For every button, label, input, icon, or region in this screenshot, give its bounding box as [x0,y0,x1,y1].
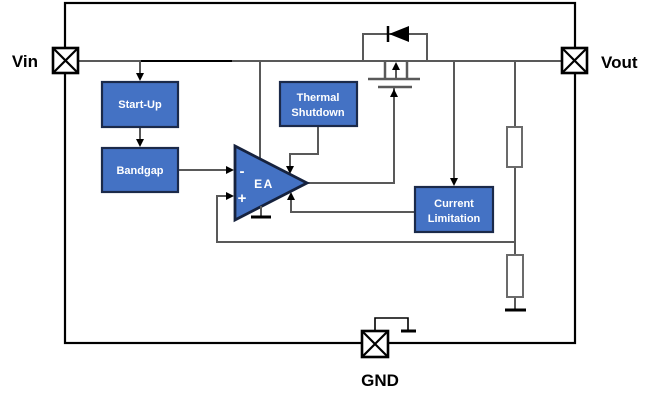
vin-pin-x-icon [52,47,79,74]
current-limitation-label-line2: Limitation [428,213,481,225]
ea-label: EA [254,177,274,191]
feedback-resistor-bottom [506,254,524,298]
ea-minus-arrowhead-icon [226,166,234,174]
pins [51,46,589,359]
wires [78,60,562,309]
thermal-ea-arrowhead-icon [286,166,294,174]
chip-outline [63,1,577,345]
thermal-shutdown-label-line2: Shutdown [291,107,344,119]
bandgap-arrowhead-icon [136,139,144,147]
current-limitation-arrowhead-icon [450,178,458,186]
bandgap-label: Bandgap [116,165,163,177]
current-ea-arrowhead-icon [287,192,295,200]
error-amplifier: - + EA [233,143,311,223]
thermal-shutdown-label-line1: Thermal [297,92,340,104]
vout-label: Vout [601,53,638,72]
ea-plus-arrowhead-icon [226,192,234,200]
body-diode-icon [389,26,409,42]
feedback-resistor-top [506,126,523,168]
vout-pin-x-icon [561,47,588,74]
ea-output-gate-wire [307,87,395,184]
pass-transistor [362,26,428,97]
startup-label: Start-Up [118,99,162,111]
function-blocks: Start-Up Bandgap Thermal Shutdown Curren… [100,80,495,234]
mosfet-body-arrow-icon [392,62,400,70]
gnd-symbol-wire [374,317,409,331]
thermal-shutdown-block [278,80,359,128]
feedback-wire [216,195,514,243]
current-ea-wire [290,199,415,213]
vin-label: Vin [12,52,38,71]
body-diode-loop-wire [362,33,428,61]
thermal-ea-wire [289,126,319,167]
error-amplifier-triangle [233,143,311,223]
bandgap-block [100,146,180,194]
ea-noninverting-sign: + [238,190,247,207]
mosfet-gate-arrow-icon [390,89,398,97]
startup-block [100,80,180,129]
gnd-label: GND [361,371,399,390]
current-limitation-label-line1: Current [434,198,474,210]
current-limitation-block [413,185,495,234]
startup-arrowhead-icon [136,73,144,81]
ea-inverting-sign: - [240,163,245,180]
gnd-pin-x-icon [361,330,389,358]
